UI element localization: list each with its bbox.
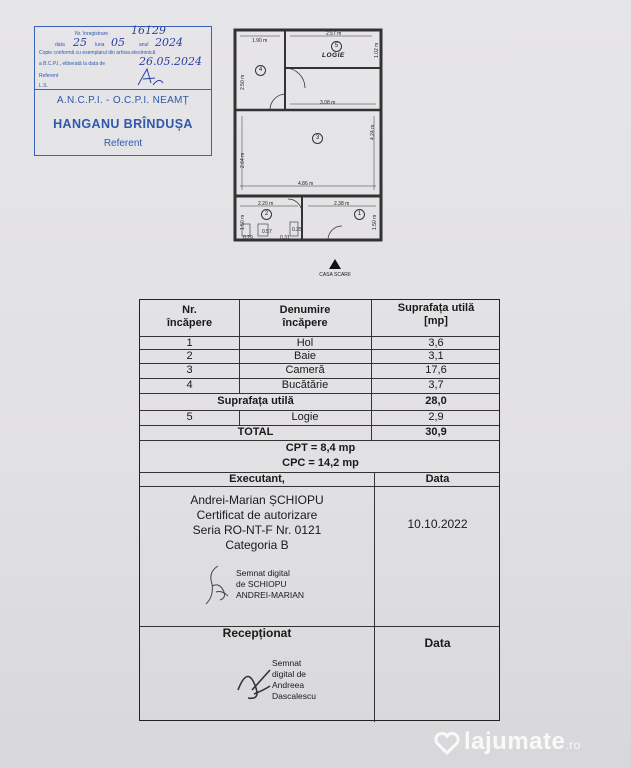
stamp-month: 05 bbox=[111, 36, 125, 49]
cpt-value: CPT = 8,4 mp bbox=[285, 442, 356, 454]
plan-room-3: 3 bbox=[312, 133, 323, 144]
plan-label-logie: LOGIE bbox=[322, 52, 345, 59]
site-watermark: lajumate.ro bbox=[434, 728, 624, 762]
row-3-area: 17,6 bbox=[425, 364, 447, 376]
dim-bottom-main: 4.86 m bbox=[298, 181, 314, 187]
row-3-name: Cameră bbox=[285, 364, 325, 376]
dim-top-right: 2.57 m bbox=[326, 31, 342, 37]
row-1-name: Hol bbox=[296, 337, 314, 349]
executant-signature bbox=[205, 565, 229, 605]
heart-logo-icon bbox=[434, 731, 460, 755]
plan-room-4: 4 bbox=[255, 65, 266, 76]
header-nr: Nr.încăpere bbox=[166, 304, 213, 329]
stamp-divider bbox=[35, 89, 211, 90]
row-5-nr: 5 bbox=[186, 411, 193, 423]
receptionat-label: Recepționat bbox=[222, 626, 292, 640]
row-4-name: Bucătărie bbox=[281, 379, 329, 391]
stamp-ls: L.S. bbox=[39, 83, 48, 89]
stamp-officer-name: HANGANU BRÎNDUȘA bbox=[53, 117, 193, 131]
stamp-signature bbox=[137, 67, 164, 86]
dim-small-2: 0.25 bbox=[292, 227, 302, 233]
data-label-2: Data bbox=[424, 636, 451, 650]
stamp-referent-small: Referent bbox=[39, 73, 59, 79]
total-value: 30,9 bbox=[425, 426, 447, 438]
stamp-anul-label: anul bbox=[139, 42, 149, 48]
plan-room-1: 1 bbox=[354, 209, 365, 220]
dim-hall-height: 1.50 m bbox=[372, 214, 378, 230]
cpc-value: CPC = 14,2 mp bbox=[282, 457, 359, 469]
executant-details: Andrei-Marian ȘCHIOPU Certificat de auto… bbox=[190, 493, 324, 552]
executant-date: 10.10.2022 bbox=[407, 517, 468, 531]
dim-top-left: 1.90 m bbox=[252, 38, 268, 44]
stamp-reg-number: 16129 bbox=[131, 24, 166, 37]
row-4-nr: 4 bbox=[186, 379, 193, 391]
dim-right-main: 4.24 m bbox=[370, 124, 376, 140]
dim-hall-width: 2.38 m bbox=[334, 201, 350, 207]
row-2-name: Baie bbox=[293, 350, 317, 362]
stairs-label: CASA SCARII bbox=[319, 272, 351, 278]
dim-left-main: 2.64 m bbox=[240, 152, 246, 168]
plan-room-2: 2 bbox=[261, 209, 272, 220]
data-label: Data bbox=[425, 473, 450, 485]
row-4-area: 3,7 bbox=[428, 379, 444, 391]
row-1-nr: 1 bbox=[186, 337, 193, 349]
floor-plan: 1.90 m 2.57 m 1.02 m 2.50 m 3.08 m 2.64 … bbox=[230, 28, 386, 248]
executant-label: Executant, bbox=[229, 473, 285, 485]
floor-plan-drawing bbox=[233, 28, 383, 242]
total-label: TOTAL bbox=[237, 426, 274, 438]
stamp-copy-text: Copie conformă cu exemplarul din arhiva … bbox=[39, 50, 156, 56]
stamp-data-label: data bbox=[55, 42, 65, 48]
row-2-nr: 2 bbox=[186, 350, 193, 362]
stamp-issued-date: 26.05.2024 bbox=[139, 55, 202, 68]
stairs-marker: CASA SCARII bbox=[305, 259, 365, 278]
dim-mid: 3.08 m bbox=[320, 100, 336, 106]
row-2-area: 3,1 bbox=[428, 350, 444, 362]
row-3-nr: 3 bbox=[186, 364, 193, 376]
dim-bath-width: 2.20 m bbox=[258, 201, 274, 207]
row-5-name: Logie bbox=[291, 411, 319, 423]
dim-logie-right: 1.02 m bbox=[374, 42, 380, 58]
stamp-reg-label: Nr. înregistrare bbox=[75, 31, 109, 37]
stamp-issued-label: a B.C.P.I., eliberată la data de bbox=[39, 61, 106, 67]
row-5-area: 2,9 bbox=[428, 411, 444, 423]
stamp-officer-role: Referent bbox=[103, 138, 143, 149]
executant-digital-signature-text: Semnat digital de SCHIOPU ANDREI-MARIAN bbox=[236, 568, 305, 600]
stamp-organization: A.N.C.P.I. - O.C.P.I. NEAMȚ bbox=[56, 95, 190, 106]
stamp-luna-label: luna bbox=[95, 42, 105, 48]
subtotal-label: Suprafața utilă bbox=[217, 395, 294, 407]
stamp-day: 25 bbox=[73, 36, 87, 49]
dim-small-1: 0.57 bbox=[262, 229, 272, 235]
header-suprafata: Suprafața utilă[mp] bbox=[397, 302, 475, 327]
dim-bath-height: 1.50 m bbox=[240, 214, 246, 230]
subtotal-value: 28,0 bbox=[425, 395, 447, 407]
stamp-year: 2024 bbox=[155, 36, 183, 49]
plan-room-5: 5 bbox=[331, 41, 342, 52]
watermark-tld: .ro bbox=[565, 738, 581, 752]
dim-small-3: 0.29 bbox=[243, 235, 253, 241]
receptionat-digital-signature-text: Semnat digital de Andreea Dascalescu bbox=[272, 658, 316, 701]
dim-small-4: 0.31 bbox=[280, 235, 290, 241]
watermark-brand: lajumate bbox=[464, 728, 566, 755]
receptionat-signature bbox=[237, 669, 271, 700]
row-1-area: 3,6 bbox=[428, 337, 444, 349]
stairs-arrow-icon bbox=[329, 259, 341, 269]
dim-left-upper: 2.50 m bbox=[240, 74, 246, 90]
cadastre-stamp: Nr. înregistrare 16129 data 25 luna 05 a… bbox=[34, 24, 212, 156]
